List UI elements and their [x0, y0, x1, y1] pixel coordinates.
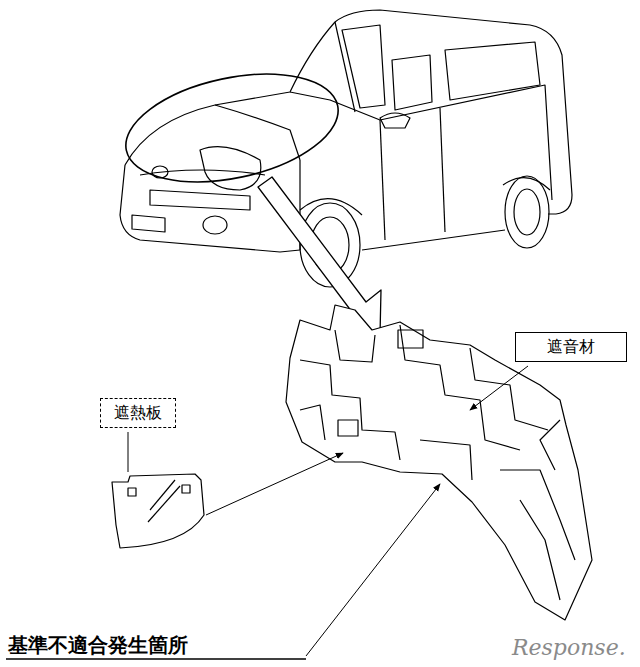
heat-shield-label-box: 遮熱板: [100, 398, 176, 428]
watermark: Response.: [512, 636, 626, 660]
insulator-label-box: 遮音材: [515, 332, 627, 362]
part-name: 遮熱板: [114, 403, 162, 423]
nonconformity-location-note: 基準不適合発生箇所: [8, 634, 188, 656]
part-name: 遮音材: [547, 337, 595, 357]
